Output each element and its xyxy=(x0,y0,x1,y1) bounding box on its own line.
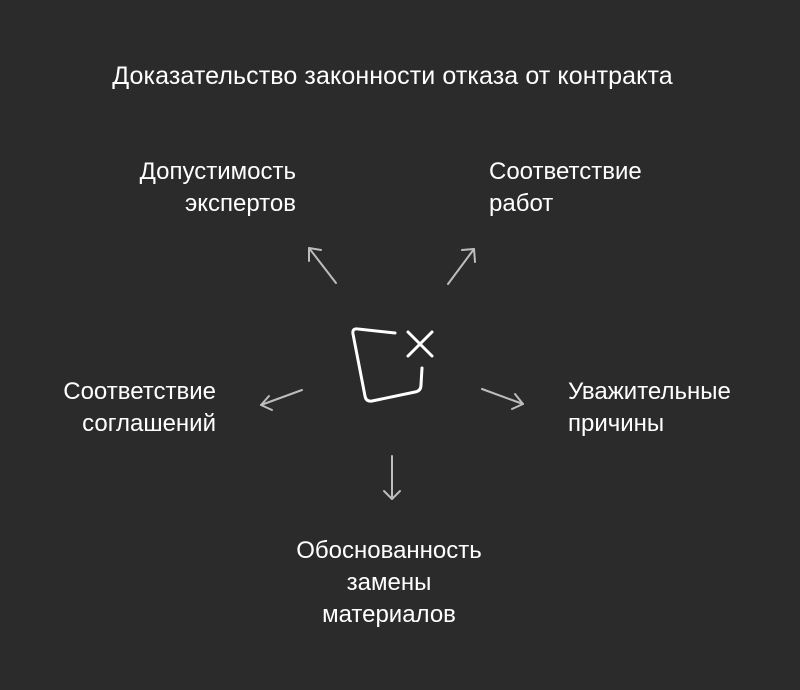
node-line: причины xyxy=(568,410,665,437)
node-line: работ xyxy=(489,190,554,217)
cancel-box-icon xyxy=(351,327,434,403)
node-works-compliance: Соответствие работ xyxy=(489,156,642,220)
node-line: Уважительные xyxy=(568,378,731,405)
node-experts-admissibility: Допустимость экспертов xyxy=(140,156,296,220)
node-agreements-compliance: Соответствие соглашений xyxy=(63,376,216,440)
node-line: материалов xyxy=(322,601,456,628)
node-line: экспертов xyxy=(185,190,296,217)
node-line: Обоснованность xyxy=(296,537,482,564)
node-materials-replacement: Обоснованность замены материалов xyxy=(289,535,489,631)
diagram-title: Доказательство законности отказа от конт… xyxy=(112,62,673,90)
arrow-to-experts xyxy=(308,247,337,284)
arrow-to-agreements xyxy=(260,389,303,411)
arrow-to-works xyxy=(447,248,476,285)
node-line: Соответствие xyxy=(63,378,216,405)
arrow-to-reasons xyxy=(481,388,524,410)
node-line: соглашений xyxy=(82,410,216,437)
node-valid-reasons: Уважительные причины xyxy=(568,376,731,440)
arrow-to-materials xyxy=(383,455,401,500)
node-line: Соответствие xyxy=(489,158,642,185)
node-line: Допустимость xyxy=(139,158,296,185)
node-line: замены xyxy=(346,569,432,596)
